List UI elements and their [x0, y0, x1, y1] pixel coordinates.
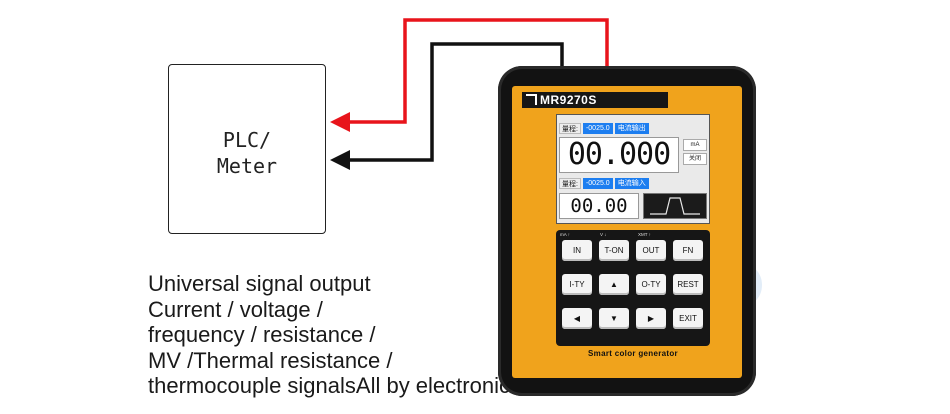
plc-meter-label: PLC/ Meter [216, 128, 278, 178]
input-row: 量程: -0025.0 电流输入 [559, 178, 649, 189]
signal-generator-device: MR9270S 量程: -0025.0 电流输出 00.000 mA 关闭 量程… [498, 66, 756, 396]
input-mode: 电流输入 [614, 178, 649, 189]
out-button[interactable]: OUT [636, 240, 666, 261]
secondary-reading: 00.00 [559, 193, 639, 219]
description-line: MV /Thermal resistance / [148, 347, 393, 373]
up-arrow-button[interactable]: ▲ [599, 274, 629, 295]
device-footer-label: Smart color generator [588, 349, 678, 358]
exit-button[interactable]: EXIT [673, 308, 703, 329]
in-button[interactable]: IN [562, 240, 592, 261]
input-range-value: -0025.0 [582, 178, 613, 189]
input-arrowhead [330, 150, 350, 170]
key-hint-icon: mA ↑ [560, 232, 571, 237]
fn-button[interactable]: FN [673, 240, 703, 261]
keypad: mA ↑ V ↓ XMT ↑ IN T-ON OUT FN I-TY ▲ O-T… [556, 230, 710, 346]
o-ty-button[interactable]: O-TY [636, 274, 666, 295]
unit-column: mA 关闭 [683, 137, 707, 173]
device-screen: 量程: -0025.0 电流输出 00.000 mA 关闭 量程: -0025.… [556, 114, 710, 224]
input-range-tag: 量程: [559, 178, 581, 189]
plc-meter-box: PLC/ Meter [168, 64, 326, 234]
key-hint-icon: V ↓ [600, 232, 607, 237]
description-line: frequency / resistance / [148, 322, 376, 347]
waveform-icon [650, 197, 700, 215]
waveform-graph [643, 193, 707, 219]
key-hint-icon: XMT ↑ [638, 232, 651, 237]
screen-status-bar [559, 116, 707, 122]
brand-logo-icon [526, 94, 537, 105]
input-wire [347, 42, 564, 162]
output-range-tag: 量程: [559, 123, 581, 134]
t-on-button[interactable]: T-ON [599, 240, 629, 261]
main-reading: 00.000 [559, 137, 679, 173]
output-arrowhead [330, 112, 350, 132]
description-line: Current / voltage / [148, 296, 323, 322]
i-ty-button[interactable]: I-TY [562, 274, 592, 295]
unit-label: mA [683, 139, 707, 151]
description-line: Universal signal output [148, 271, 371, 296]
device-header: MR9270S [522, 92, 668, 108]
down-arrow-button[interactable]: ▼ [599, 308, 629, 329]
rest-button[interactable]: REST [673, 274, 703, 295]
left-arrow-button[interactable]: ◀ [562, 308, 592, 329]
output-row: 量程: -0025.0 电流输出 [559, 123, 649, 134]
output-mode: 电流输出 [614, 123, 649, 134]
model-label: MR9270S [540, 93, 597, 107]
unit-status: 关闭 [683, 153, 707, 165]
output-range-value: -0025.0 [582, 123, 613, 134]
output-wire [347, 18, 609, 124]
right-arrow-button[interactable]: ▶ [636, 308, 666, 329]
